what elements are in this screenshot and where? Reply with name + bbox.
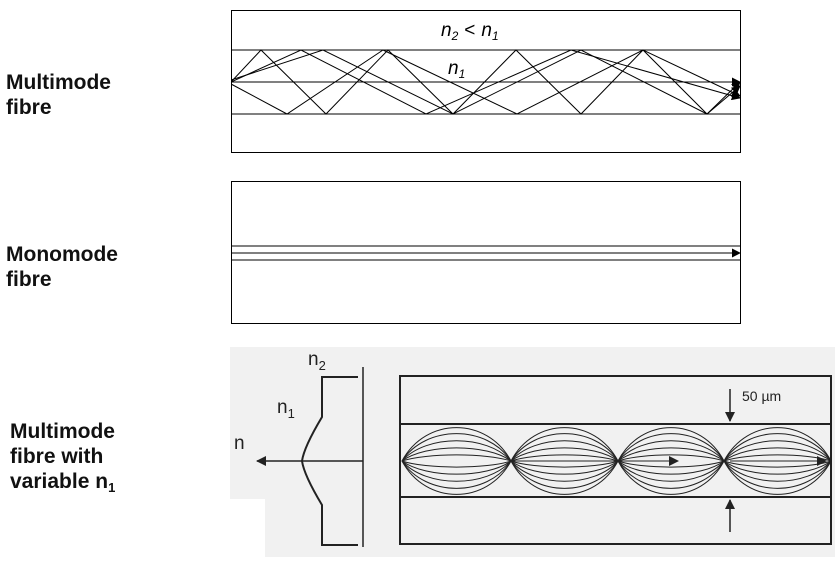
core-n-subscript: 1 [459,67,466,81]
graded-fibre-label-subscript: 1 [108,480,116,495]
monomode-fibre-label: Monomode fibre [6,242,118,292]
graded-fibre-label-line3: variable n1 [10,469,115,500]
core-index-label: n1 [448,58,465,81]
core-n: n [448,58,459,79]
cladding-n-subscript: 2 [451,29,459,43]
monomode-fibre-diagram [231,181,741,324]
profile-n1-subscript: 1 [288,406,295,421]
zigzag-ray-4 [231,49,741,115]
profile-n2-label: n2 [308,349,326,373]
graded-fibre-label-line3-main: variable n [10,470,109,493]
profile-n2: n [308,349,319,370]
multimode-fibre-label: Multimode fibre [6,70,111,120]
zigzag-ray-2 [231,49,741,115]
graded-fibre-label: Multimode fibre with variable n1 [10,419,115,500]
zigzag-ray-3 [231,49,741,115]
core-n-ref-subscript: 1 [492,29,499,43]
core-width-label: 50 µm [742,388,781,404]
graded-fibre-label-line1: Multimode [10,420,115,443]
profile-n1: n [277,397,288,418]
core-n-ref: n [481,20,492,41]
multimode-fibre-diagram: n2<n1 n1 [231,10,741,153]
multimode-fibre-label-line2: fibre [6,96,52,119]
multimode-zigzag-rays [231,49,741,115]
monomode-fibre-label-line2: fibre [6,268,52,291]
cladding-index-label: n2<n1 [441,20,499,43]
cladding-n: n [441,20,452,41]
profile-n2-subscript: 2 [319,358,326,373]
monomode-fibre-label-line1: Monomode [6,243,118,266]
graded-index-fibre-diagram: n n2 n1 50 µm [230,347,835,557]
refractive-index-axis-label: n [234,433,245,454]
relation-symbol: < [464,20,475,41]
graded-fibre-label-line2: fibre with [10,445,104,468]
zigzag-ray-1 [231,49,741,115]
multimode-fibre-label-line1: Multimode [6,71,111,94]
profile-n1-label: n1 [277,397,295,421]
